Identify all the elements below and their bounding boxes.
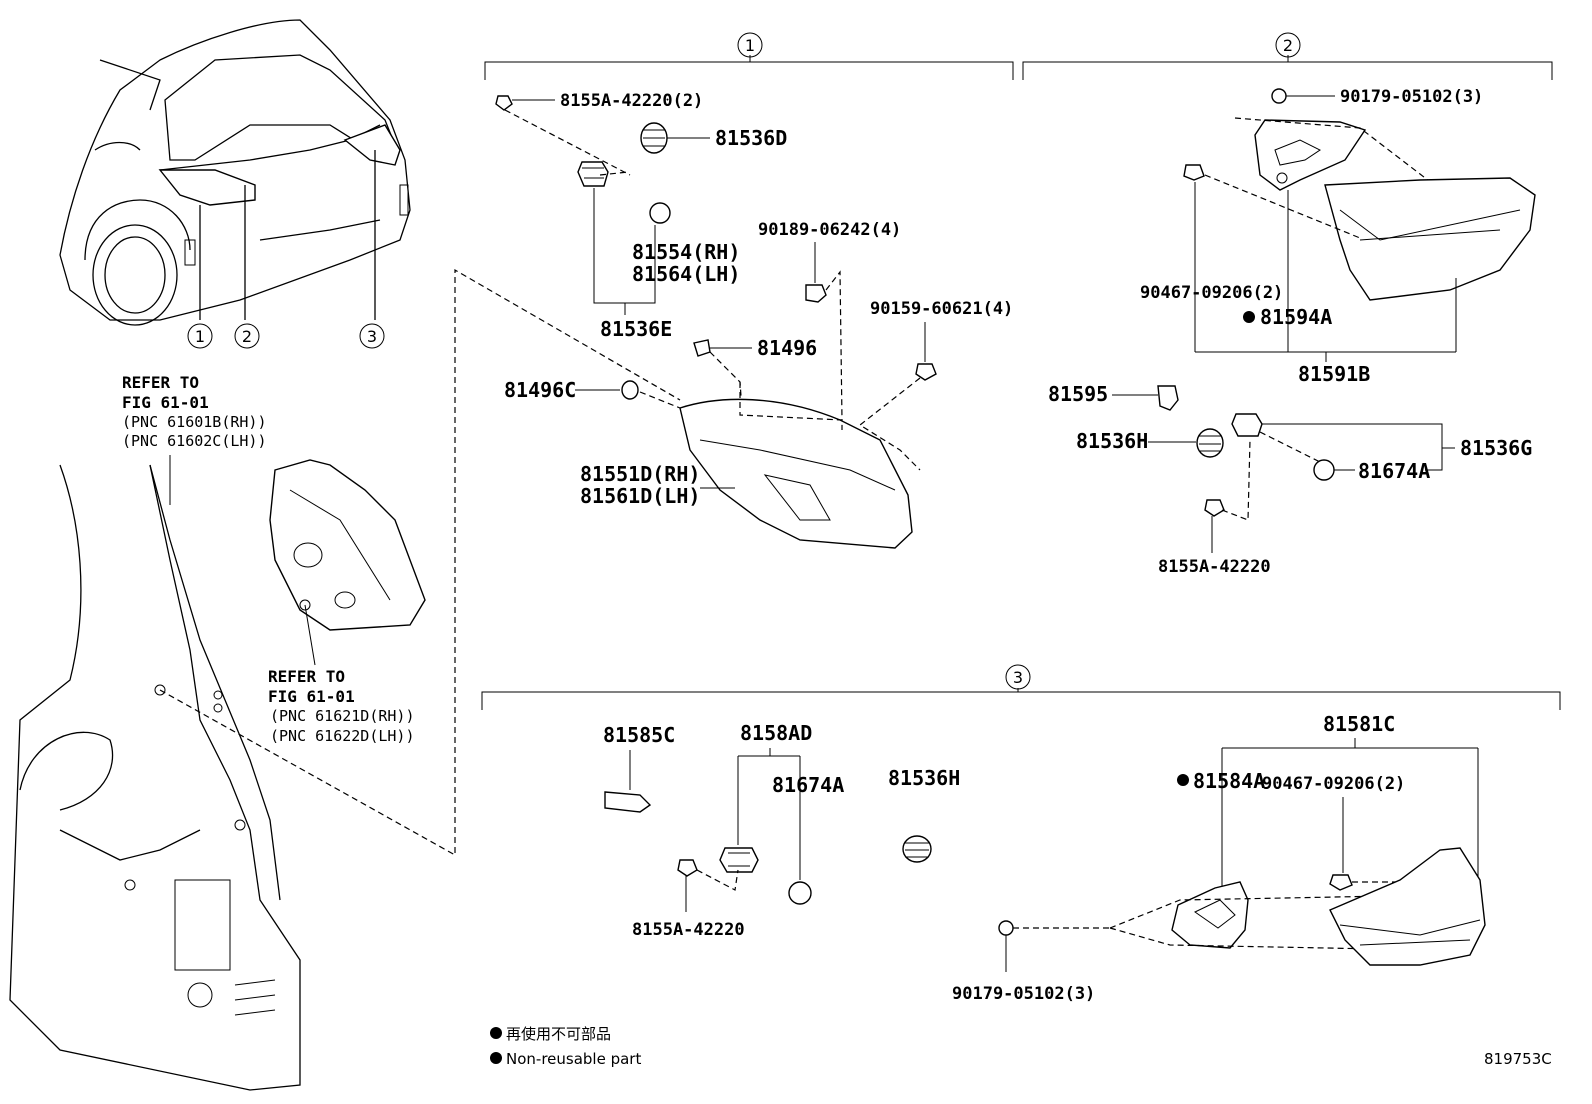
part-81536E: 81536E bbox=[600, 317, 672, 341]
part-81595: 81595 bbox=[1048, 382, 1108, 406]
refer-lower-fig: FIG 61-01 bbox=[268, 687, 355, 706]
part-81594A: 81594A bbox=[1260, 305, 1332, 329]
part-8155A-42220-top: 8155A-42220(2) bbox=[560, 91, 703, 111]
part-81536G: 81536G bbox=[1460, 436, 1532, 460]
legend-english: Non-reusable part bbox=[506, 1050, 641, 1068]
vehicle-rear-illustration: 1 2 3 bbox=[59, 19, 411, 349]
quarter-panel-illustration bbox=[9, 464, 301, 1091]
refer-upper-title: REFER TO bbox=[122, 373, 199, 392]
legend-japanese: 再使用不可部品 bbox=[506, 1025, 611, 1043]
part-90179-05102-s2: 90179-05102(3) bbox=[1340, 87, 1483, 107]
part-90467-09206-s3: 90467-09206(2) bbox=[1262, 774, 1405, 794]
refer-lower-title: REFER TO bbox=[268, 667, 345, 686]
section-2-number: 2 bbox=[1283, 36, 1293, 55]
part-81674A-s3: 81674A bbox=[772, 773, 844, 797]
part-8155A-42220-s2: 8155A-42220 bbox=[1158, 557, 1271, 577]
part-81561D-LH: 81561D(LH) bbox=[580, 484, 700, 508]
refer-lower-pnc2: (PNC 61622D(LH)) bbox=[270, 727, 415, 745]
part-90467-09206-s2: 90467-09206(2) bbox=[1140, 283, 1283, 303]
part-81496: 81496 bbox=[757, 336, 817, 360]
refer-block-upper: REFER TO FIG 61-01 (PNC 61601B(RH)) (PNC… bbox=[122, 373, 267, 505]
part-81581C: 81581C bbox=[1323, 712, 1395, 736]
inner-panel-part bbox=[269, 459, 426, 666]
part-81536D: 81536D bbox=[715, 126, 787, 150]
section-1: 1 8155A-42220(2) 81536D 81536E 81554(RH)… bbox=[484, 32, 1014, 549]
part-8155A-42220-s3: 8155A-42220 bbox=[632, 920, 745, 940]
part-81496C: 81496C bbox=[504, 378, 576, 402]
vehicle-callout-2: 2 bbox=[242, 327, 252, 346]
section-2: 2 90179-05102(3) 90467-09206(2) 81594A 8… bbox=[1022, 32, 1553, 577]
vehicle-callout-1: 1 bbox=[195, 327, 205, 346]
part-81554-RH: 81554(RH) bbox=[632, 240, 740, 264]
part-81564-LH: 81564(LH) bbox=[632, 262, 740, 286]
legend: 再使用不可部品 Non-reusable part bbox=[490, 1025, 641, 1068]
refer-upper-pnc1: (PNC 61601B(RH)) bbox=[122, 413, 267, 431]
part-81551D-RH: 81551D(RH) bbox=[580, 462, 700, 486]
part-90189-06242: 90189-06242(4) bbox=[758, 220, 901, 240]
section-3-number: 3 bbox=[1013, 668, 1023, 687]
section-1-number: 1 bbox=[745, 36, 755, 55]
section-3: 3 81585C 8158AD 81674A 8155A-42220 81536… bbox=[481, 664, 1561, 1004]
part-81536H-s3: 81536H bbox=[888, 766, 960, 790]
part-81674A-s2: 81674A bbox=[1358, 459, 1430, 483]
part-90159-60621: 90159-60621(4) bbox=[870, 299, 1013, 319]
refer-block-lower: REFER TO FIG 61-01 (PNC 61621D(RH)) (PNC… bbox=[268, 667, 415, 745]
part-8158AD: 8158AD bbox=[740, 721, 812, 745]
part-81591B: 81591B bbox=[1298, 362, 1370, 386]
refer-lower-pnc1: (PNC 61621D(RH)) bbox=[270, 707, 415, 725]
vehicle-callout-3: 3 bbox=[367, 327, 377, 346]
illustration-code: 819753C bbox=[1484, 1050, 1552, 1068]
refer-upper-pnc2: (PNC 61602C(LH)) bbox=[122, 432, 267, 450]
refer-upper-fig: FIG 61-01 bbox=[122, 393, 209, 412]
part-81536H-s2: 81536H bbox=[1076, 429, 1148, 453]
part-81585C: 81585C bbox=[603, 723, 675, 747]
part-81584A: 81584A bbox=[1193, 769, 1265, 793]
part-90179-05102-s3: 90179-05102(3) bbox=[952, 984, 1095, 1004]
